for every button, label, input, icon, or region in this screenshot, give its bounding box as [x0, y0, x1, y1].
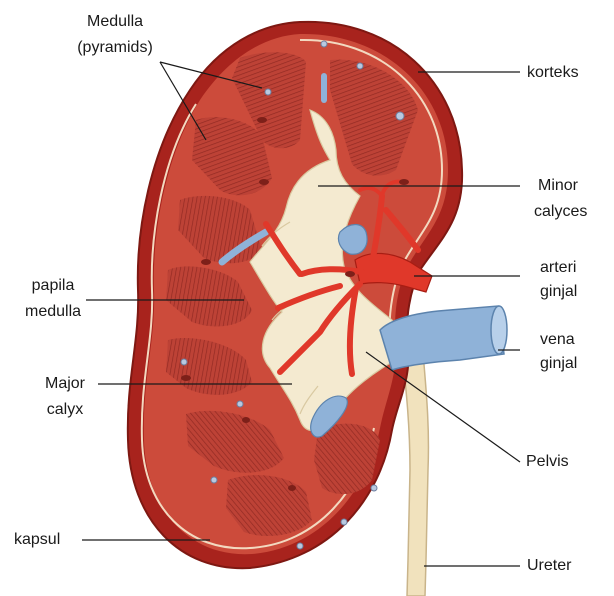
label-ginjal-vena: ginjal — [540, 354, 577, 373]
label-ginjal-arteri: ginjal — [540, 282, 577, 301]
label-major: Major — [30, 374, 100, 393]
label-kapsul: kapsul — [14, 530, 60, 549]
label-vena: vena — [540, 330, 575, 349]
label-pelvis: Pelvis — [526, 452, 569, 471]
label-calyces: calyces — [534, 202, 587, 221]
label-pyramids: (pyramids) — [60, 38, 170, 57]
label-calyx: calyx — [30, 400, 100, 419]
label-minor: Minor — [538, 176, 578, 195]
label-medulla-papila: medulla — [14, 302, 92, 321]
label-medulla: Medulla — [70, 12, 160, 31]
label-ureter: Ureter — [527, 556, 571, 575]
label-arteri: arteri — [540, 258, 576, 277]
label-papila: papila — [18, 276, 88, 295]
label-korteks: korteks — [527, 63, 579, 82]
